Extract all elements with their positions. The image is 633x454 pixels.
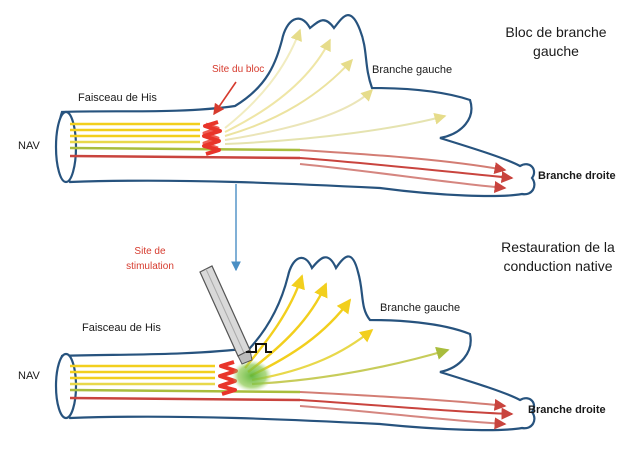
top-nav-label: NAV: [18, 140, 40, 152]
top-site-label: Site du bloc: [212, 64, 264, 75]
top-title: Bloc de branche gauche: [486, 23, 626, 61]
top-left-branch-label: Branche gauche: [372, 64, 452, 76]
bottom-title: Restauration de la conduction native: [492, 238, 624, 276]
top-his-label: Faisceau de His: [78, 92, 157, 104]
bottom-right-branch-label: Branche droite: [528, 404, 606, 416]
stimulation-glow: [232, 360, 272, 392]
top-right-branch-label: Branche droite: [538, 170, 616, 182]
pacing-lead: [200, 266, 252, 364]
bottom-panel: [56, 256, 534, 430]
bottom-nav-ellipse: [56, 354, 76, 418]
bottom-his-label: Faisceau de His: [82, 322, 161, 334]
top-panel: [56, 15, 534, 196]
bottom-left-branch-label: Branche gauche: [380, 302, 460, 314]
bottom-nav-label: NAV: [18, 370, 40, 382]
bottom-site-label: Site de stimulation: [110, 244, 190, 274]
bottom-bundle-outline: [59, 256, 535, 430]
